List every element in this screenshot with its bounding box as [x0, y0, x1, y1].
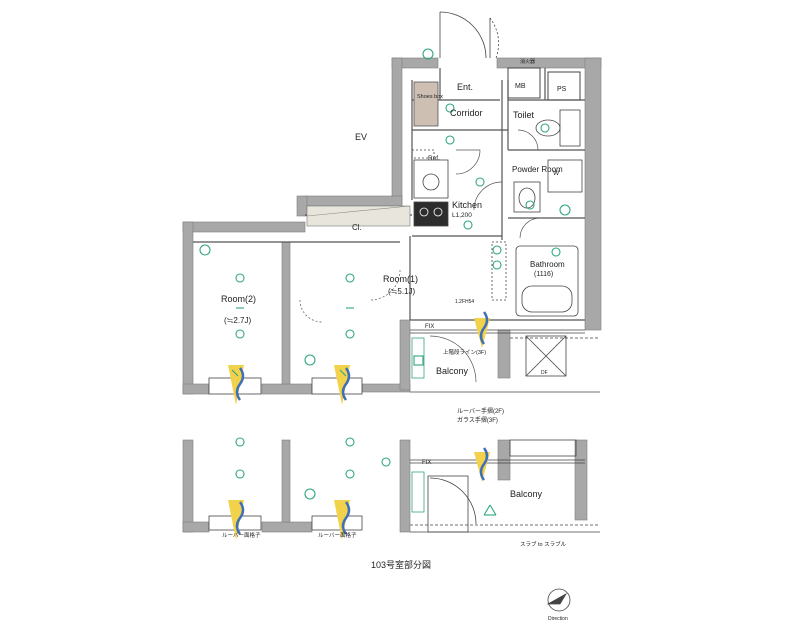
- label-fix1: FIX: [425, 324, 434, 330]
- entrance-door: [439, 11, 499, 59]
- label-w: W: [553, 170, 560, 177]
- kitchen-fixtures: [411, 149, 449, 227]
- label-kitchen-size: L1,200: [452, 212, 472, 219]
- label-cl: Cl.: [352, 223, 362, 232]
- label-ev: EV: [355, 132, 367, 142]
- label-slab: スラブ to スラブル: [520, 540, 567, 548]
- interior-doors: [299, 129, 541, 383]
- label-kitchen: Kitchen: [452, 200, 482, 210]
- label-mb: MB: [515, 83, 526, 90]
- balcony-upper: [410, 329, 600, 393]
- label-louver-room1: ルーバー面格子: [318, 531, 357, 539]
- label-powder-room: Powder Room: [512, 165, 563, 174]
- louver-windows-upper: [208, 311, 490, 405]
- label-balcony1: Balcony: [436, 366, 469, 376]
- label-ps: PS: [557, 86, 567, 93]
- label-toilet: Toilet: [513, 110, 535, 120]
- label-balcony2: Balcony: [510, 489, 543, 499]
- label-room2-size: (≒2.7J): [224, 316, 251, 325]
- label-fix2: FIX: [422, 460, 431, 466]
- label-ent: Ent.: [457, 82, 473, 92]
- label-room2: Room(2): [221, 294, 256, 304]
- label-shoes-box: Shoes box: [417, 94, 443, 100]
- label-extinguisher: 消火器: [520, 58, 535, 65]
- label-bathroom: Bathroom: [530, 260, 565, 269]
- utility-boxes: [507, 67, 581, 101]
- electrical-fixtures-upper: [199, 48, 571, 377]
- label-louver-note2: ガラス手摺(3F): [457, 416, 498, 424]
- plan-labels: EV Shoes box Ent. MB PS 消火器 Corridor Toi…: [221, 58, 568, 622]
- exterior-walls: [182, 57, 602, 395]
- label-louver-room2: ルーバー面格子: [222, 531, 261, 539]
- label-corridor: Corridor: [450, 108, 483, 118]
- label-room1: Room(1): [383, 274, 418, 284]
- shoes-box: [413, 81, 439, 127]
- lower-plan-lines: [410, 439, 600, 533]
- compass-icon: [546, 588, 571, 612]
- electrical-fixtures-lower: [235, 437, 497, 516]
- label-direction: Direction: [548, 616, 568, 622]
- label-bathroom-size: (1116): [534, 271, 553, 278]
- label-df: DF: [541, 370, 548, 376]
- louver-windows-lower: [208, 447, 490, 540]
- label-upper-line: 上階段ライン(3F): [443, 348, 486, 356]
- label-room1-size: (≒5.1J): [388, 287, 415, 296]
- label-louver-note1: ルーバー手摺(2F): [457, 407, 504, 415]
- label-room1-note: 1.2FH54: [455, 299, 474, 305]
- plan-caption: 103号室部分図: [371, 559, 431, 570]
- label-ref: Ref.: [428, 155, 440, 162]
